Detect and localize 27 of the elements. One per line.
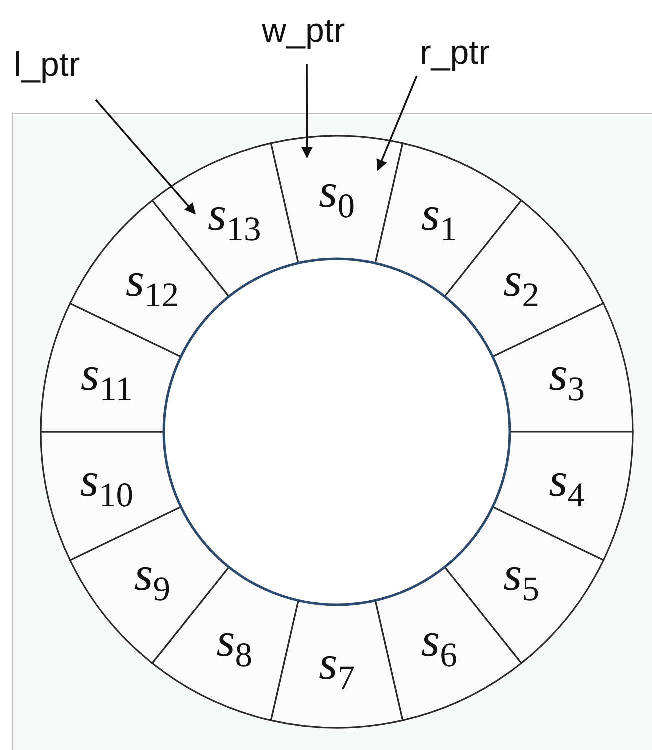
pointer-label: w_ptr <box>262 14 346 48</box>
segment-label: s$_{9}$ <box>134 551 170 608</box>
arrow <box>376 76 418 172</box>
pointer-label: l_ptr <box>14 48 80 82</box>
ring-segment <box>374 142 523 298</box>
segment-label: s$_{1}$ <box>421 191 458 248</box>
segment-label: s$_{13}$ <box>208 191 262 248</box>
ring-segment <box>151 566 300 722</box>
segment-label: s$_{11}$ <box>80 352 133 408</box>
segment-label: s$_{7}$ <box>319 640 355 696</box>
segment-label: s$_{2}$ <box>504 256 540 313</box>
segment-label: s$_{4}$ <box>549 456 586 512</box>
ring-segment <box>270 135 404 265</box>
segment-label: s$_{0}$ <box>319 168 355 224</box>
segment-label: s$_{12}$ <box>126 256 180 313</box>
arrow <box>95 99 196 215</box>
pointer-label: r_ptr <box>420 36 490 70</box>
segment-label: s$_{5}$ <box>504 551 540 608</box>
ring-segment <box>270 599 404 729</box>
segment-label: s$_{3}$ <box>549 352 586 408</box>
ring-segment <box>443 199 605 358</box>
ring-segment <box>374 566 523 722</box>
segment-label: s$_{10}$ <box>80 456 134 512</box>
ring-segment <box>40 431 183 562</box>
segment-label: s$_{6}$ <box>421 616 458 673</box>
segment-label: s$_{8}$ <box>216 616 253 673</box>
arrow <box>302 64 313 159</box>
